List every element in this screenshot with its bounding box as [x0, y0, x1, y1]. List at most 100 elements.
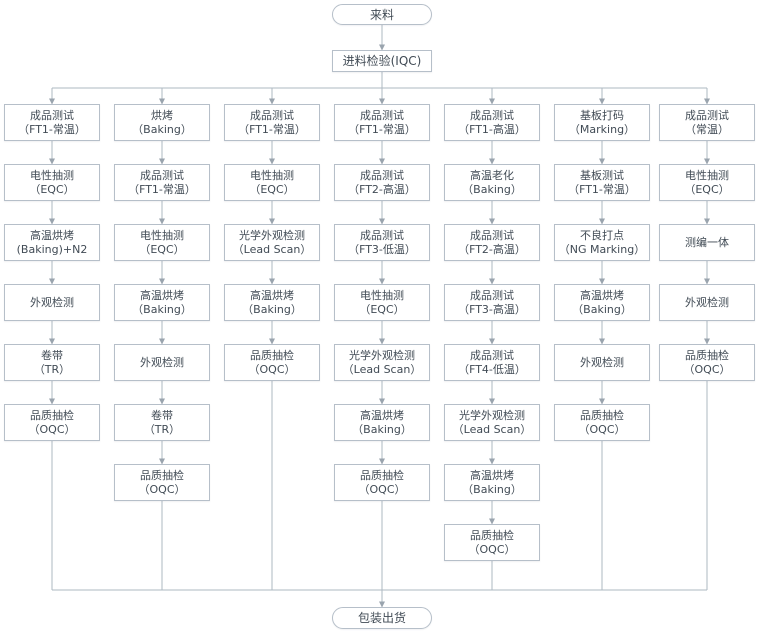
flow-node: 成品测试（FT1-高温）	[444, 104, 540, 141]
flow-node-label: （EQC）	[684, 182, 730, 196]
flow-node: 品质抽检（OQC）	[659, 344, 755, 381]
flow-node: 高温烘烤（Baking）	[224, 284, 320, 321]
iqc-inspection-node: 进料检验(IQC)	[332, 50, 432, 72]
flow-node-label: 品质抽检	[685, 348, 729, 362]
flow-node: 电性抽测（EQC）	[224, 164, 320, 201]
flow-node-label: 成品测试	[30, 108, 74, 122]
flow-node: 光学外观检测（Lead Scan）	[224, 224, 320, 261]
flow-node: 成品测试（FT2-高温）	[334, 164, 430, 201]
flow-node: 品质抽检（OQC）	[554, 404, 650, 441]
flow-node-label: 成品测试	[470, 348, 514, 362]
flow-node: 品质抽检（OQC）	[224, 344, 320, 381]
flow-node-label: （FT4-低温）	[458, 362, 526, 376]
flow-node-label: （Lead Scan）	[232, 242, 312, 256]
flow-node-label: 高温烘烤	[580, 288, 624, 302]
flow-node-label: （OQC）	[248, 362, 296, 376]
flow-node: 成品测试（常温）	[659, 104, 755, 141]
flow-node-label: （EQC）	[249, 182, 295, 196]
flow-node-label: （EQC）	[29, 182, 75, 196]
flow-node-label: 高温老化	[470, 168, 514, 182]
flow-node: 高温烘烤（Baking）	[114, 284, 210, 321]
flow-node-label: 成品测试	[360, 168, 404, 182]
flow-node: 电性抽测（EQC）	[334, 284, 430, 321]
flow-node-label: 成品测试	[360, 108, 404, 122]
flow-node-label: （FT2-高温）	[458, 242, 526, 256]
flow-node-label: 电性抽测	[250, 168, 294, 182]
flow-node-label: 成品测试	[685, 108, 729, 122]
flow-node-label: 光学外观检测	[239, 228, 305, 242]
flow-node-label: 烘烤	[151, 108, 173, 122]
flow-node-label: 测编一体	[685, 235, 729, 249]
flow-node-label: 品质抽检	[140, 468, 184, 482]
start-node-label: 来料	[369, 7, 394, 22]
flow-node: 烘烤（Baking）	[114, 104, 210, 141]
flow-node-label: （FT1-常温）	[238, 122, 306, 136]
flow-node-label: 不良打点	[580, 228, 624, 242]
flow-node: 成品测试（FT1-常温）	[224, 104, 320, 141]
flow-node-label: 品质抽检	[30, 408, 74, 422]
flow-node-label: 高温烘烤	[140, 288, 184, 302]
flow-node-label: 基板打码	[580, 108, 624, 122]
flow-node: 品质抽检（OQC）	[4, 404, 100, 441]
flow-node-label: 光学外观检测	[459, 408, 525, 422]
flow-node-label: （FT1-常温）	[18, 122, 86, 136]
flow-node: 品质抽检（OQC）	[114, 464, 210, 501]
flow-node: 基板打码（Marking）	[554, 104, 650, 141]
flow-node-label: （Baking）	[132, 122, 192, 136]
flow-node-label: （OQC）	[28, 422, 76, 436]
flow-node: 卷带（TR）	[114, 404, 210, 441]
flow-node: 电性抽测（EQC）	[114, 224, 210, 261]
flow-node-label: 基板测试	[580, 168, 624, 182]
flow-node-label: 电性抽测	[360, 288, 404, 302]
flow-node-label: 电性抽测	[30, 168, 74, 182]
flow-node-label: (Baking)+N2	[16, 242, 88, 256]
flow-node-label: （TR）	[143, 422, 181, 436]
flow-node: 光学外观检测（Lead Scan）	[444, 404, 540, 441]
flow-node-label: （FT1-常温）	[348, 122, 416, 136]
flow-node: 高温老化（Baking）	[444, 164, 540, 201]
flow-node-label: 电性抽测	[685, 168, 729, 182]
flow-node: 成品测试（FT1-常温）	[114, 164, 210, 201]
flow-node-label: 成品测试	[470, 228, 514, 242]
flow-node-label: 卷带	[41, 348, 63, 362]
flow-node-label: （Lead Scan）	[452, 422, 532, 436]
flow-node-label: 外观检测	[580, 355, 624, 369]
flow-node-label: （OQC）	[358, 482, 406, 496]
flow-node: 电性抽测（EQC）	[4, 164, 100, 201]
flow-node-label: （Marking）	[568, 122, 636, 136]
flow-node-label: （Lead Scan）	[342, 362, 422, 376]
flow-node-label: 高温烘烤	[360, 408, 404, 422]
flow-node: 高温烘烤(Baking)+N2	[4, 224, 100, 261]
flow-node-label: （FT1-常温）	[568, 182, 636, 196]
flow-node-label: （OQC）	[138, 482, 186, 496]
flow-node-label: 品质抽检	[360, 468, 404, 482]
flow-node-label: （EQC）	[359, 302, 405, 316]
flow-node-label: （常温）	[685, 122, 729, 136]
end-node-label: 包装出货	[357, 611, 406, 625]
flow-node-label: （Baking）	[132, 302, 192, 316]
flow-node: 电性抽测（EQC）	[659, 164, 755, 201]
flow-node: 成品测试（FT2-高温）	[444, 224, 540, 261]
flow-node: 外观检测	[114, 344, 210, 381]
flow-node: 成品测试（FT1-常温）	[334, 104, 430, 141]
flow-node-label: 成品测试	[140, 168, 184, 182]
flow-node-label: 品质抽检	[580, 408, 624, 422]
flow-node: 外观检测	[4, 284, 100, 321]
flow-node-label: （FT1-常温）	[128, 182, 196, 196]
flow-node-label: 光学外观检测	[349, 348, 415, 362]
flow-node: 品质抽检（OQC）	[334, 464, 430, 501]
flow-node: 高温烘烤（Baking）	[554, 284, 650, 321]
flow-node: 卷带（TR）	[4, 344, 100, 381]
flow-node-label: （OQC）	[683, 362, 731, 376]
flow-node-label: （Baking）	[462, 182, 522, 196]
flow-node: 高温烘烤（Baking）	[444, 464, 540, 501]
flow-node-label: （NG Marking）	[558, 242, 646, 256]
flow-node-label: 外观检测	[30, 295, 74, 309]
flow-node-label: 高温烘烤	[470, 468, 514, 482]
flow-node-label: （OQC）	[578, 422, 626, 436]
flow-node-label: 品质抽检	[470, 528, 514, 542]
flow-node: 光学外观检测（Lead Scan）	[334, 344, 430, 381]
flow-node: 高温烘烤（Baking）	[334, 404, 430, 441]
flow-node-label: （FT1-高温）	[458, 122, 526, 136]
